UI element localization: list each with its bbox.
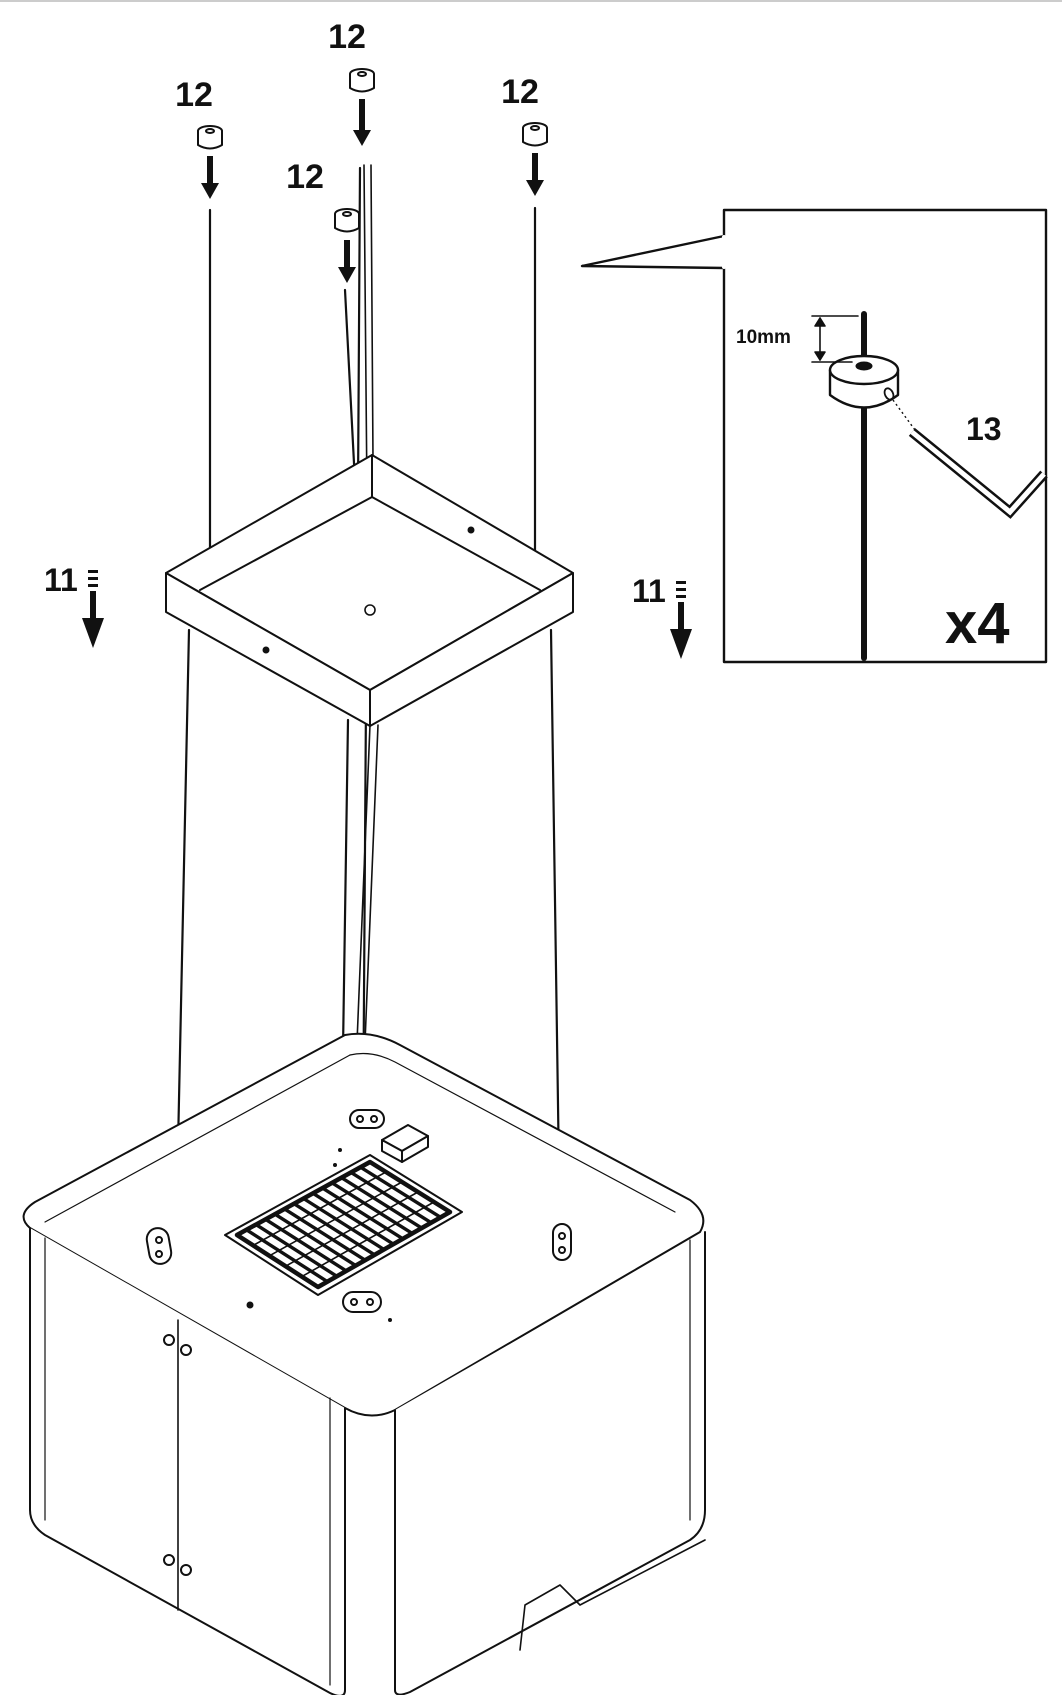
grid-bar: [358, 1165, 443, 1220]
quantity-label: x4: [945, 591, 1010, 656]
mounting-holes: [246, 1148, 392, 1322]
screw-label-left: 12: [175, 76, 213, 114]
grid-bar: [292, 1202, 377, 1257]
grid-bar: [330, 1181, 414, 1236]
cable-label-left: 11: [44, 562, 78, 598]
detail-screw-on-cable: [828, 311, 900, 661]
down-arrow-icon: [82, 570, 104, 648]
grid-bar: [320, 1186, 405, 1241]
screw-label-right: 12: [501, 73, 539, 111]
allen-key-label: 13: [966, 411, 1002, 447]
grid-bar: [301, 1196, 386, 1252]
grub-screw-icon: [197, 68, 548, 233]
led-grid-panel: [224, 1154, 463, 1296]
grid-bar: [349, 1170, 433, 1225]
grid-bar: [311, 1191, 396, 1246]
allen-key-icon: [908, 428, 1048, 519]
grid-bar: [254, 1222, 339, 1278]
grid-bar: [263, 1217, 348, 1273]
grid-cross-bar: [300, 1201, 435, 1278]
down-arrow-icon: [201, 99, 544, 283]
detail-callout: [580, 208, 1048, 664]
screw-label-middle: 12: [286, 158, 324, 196]
dimension-marker: [811, 315, 859, 363]
cable-label-right: 11: [632, 573, 666, 609]
ceiling-canopy: [165, 454, 574, 727]
down-arrow-icon: [670, 581, 692, 659]
grid-bar: [244, 1228, 330, 1284]
cable-clamp-icon: [145, 1109, 572, 1313]
grid-bar: [339, 1175, 424, 1230]
leader-line: [892, 399, 916, 431]
grid-cross-bar: [252, 1171, 387, 1247]
grid-bar: [282, 1207, 367, 1262]
grid-cross-bar: [268, 1181, 403, 1257]
gap-label: 10mm: [736, 327, 791, 348]
luminaire-body: [22, 1032, 706, 1695]
grid-bar: [273, 1212, 358, 1268]
driver-box: [381, 1124, 429, 1163]
grid-cross-bar: [284, 1191, 419, 1267]
screw-label-top: 12: [328, 18, 366, 56]
